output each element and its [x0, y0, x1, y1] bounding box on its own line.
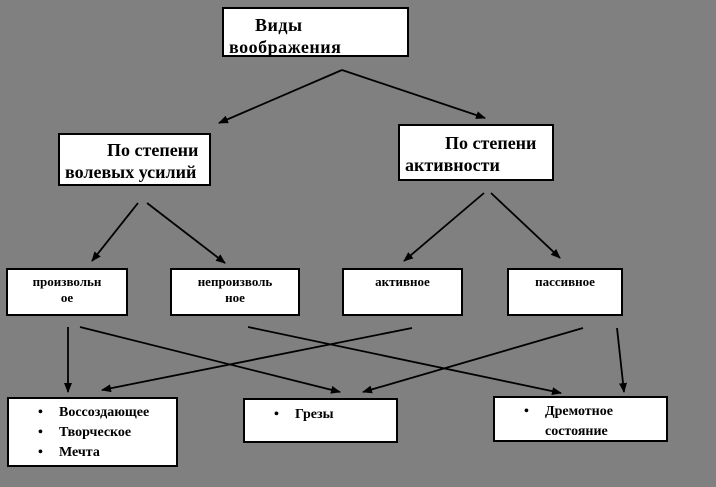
daydreams-box: • Грезы [243, 398, 398, 443]
by-activity-box: По степени активности [398, 124, 554, 181]
recreating-creative-dream-box: • Воссоздающее • Творческое • Мечта [7, 397, 178, 467]
list-item-label: Творческое [59, 425, 132, 440]
involuntary-box: непроизволь ное [170, 268, 300, 316]
voluntary-box: произвольн ое [6, 268, 128, 316]
drowsy-state-box: • Дремотное состояние [493, 396, 668, 442]
activity-to-passive-connector [490, 192, 561, 259]
by-effort-line2: волевых усилий [65, 162, 197, 182]
bullet-icon: • [38, 445, 43, 460]
passive-box: пассивное [507, 268, 623, 316]
root-box-line2: воображения [229, 36, 342, 57]
list-item: • Грезы [245, 405, 396, 425]
root-to-activity-connector [341, 69, 486, 119]
active-box: активное [342, 268, 463, 316]
bullet-icon: • [274, 407, 279, 422]
drowsy-list: • Дремотное состояние [495, 402, 666, 442]
effort-to-voluntary-connector [91, 202, 139, 262]
active-to-recreating-connector [101, 327, 413, 393]
list-item: • Воссоздающее [9, 403, 176, 423]
by-effort-line1: По степени [107, 140, 199, 160]
bullet-icon: • [38, 425, 43, 440]
list-item-label: Воссоздающее [59, 405, 150, 420]
list-item-label: Дремотное состояние [545, 404, 613, 439]
involuntary-line2: ное [225, 290, 245, 305]
voluntary-line2: ое [60, 290, 74, 305]
voluntary-to-daydreams-connector [79, 326, 341, 394]
by-activity-line2: активности [405, 155, 500, 175]
root-to-effort-connector [218, 69, 343, 124]
list-item-label: Грезы [295, 407, 334, 422]
passive-to-drowsy-connector [616, 327, 627, 393]
daydreams-list: • Грезы [245, 405, 396, 425]
root-box-line1: Виды [255, 15, 303, 35]
list-item: • Творческое [9, 423, 176, 443]
recreating-list: • Воссоздающее • Творческое • Мечта [9, 403, 176, 463]
voluntary-line1: произвольн [32, 274, 102, 289]
list-item: • Дремотное состояние [495, 402, 666, 442]
activity-to-active-connector [403, 192, 485, 262]
by-activity-line1: По степени [445, 133, 537, 153]
bullet-icon: • [38, 405, 43, 420]
list-item-label: Мечта [59, 445, 100, 460]
list-item: • Мечта [9, 443, 176, 463]
passive-to-daydreams-connector [362, 327, 584, 394]
active-label: активное [375, 274, 430, 289]
by-effort-box: По степени волевых усилий [58, 133, 211, 186]
involuntary-line1: непроизволь [197, 274, 273, 289]
root-box-imagination-types: Виды воображения [222, 7, 409, 57]
bullet-icon: • [524, 404, 529, 419]
effort-to-involuntary-connector [146, 202, 226, 264]
involuntary-to-drowsy-connector [247, 326, 562, 396]
passive-label: пассивное [535, 274, 595, 289]
